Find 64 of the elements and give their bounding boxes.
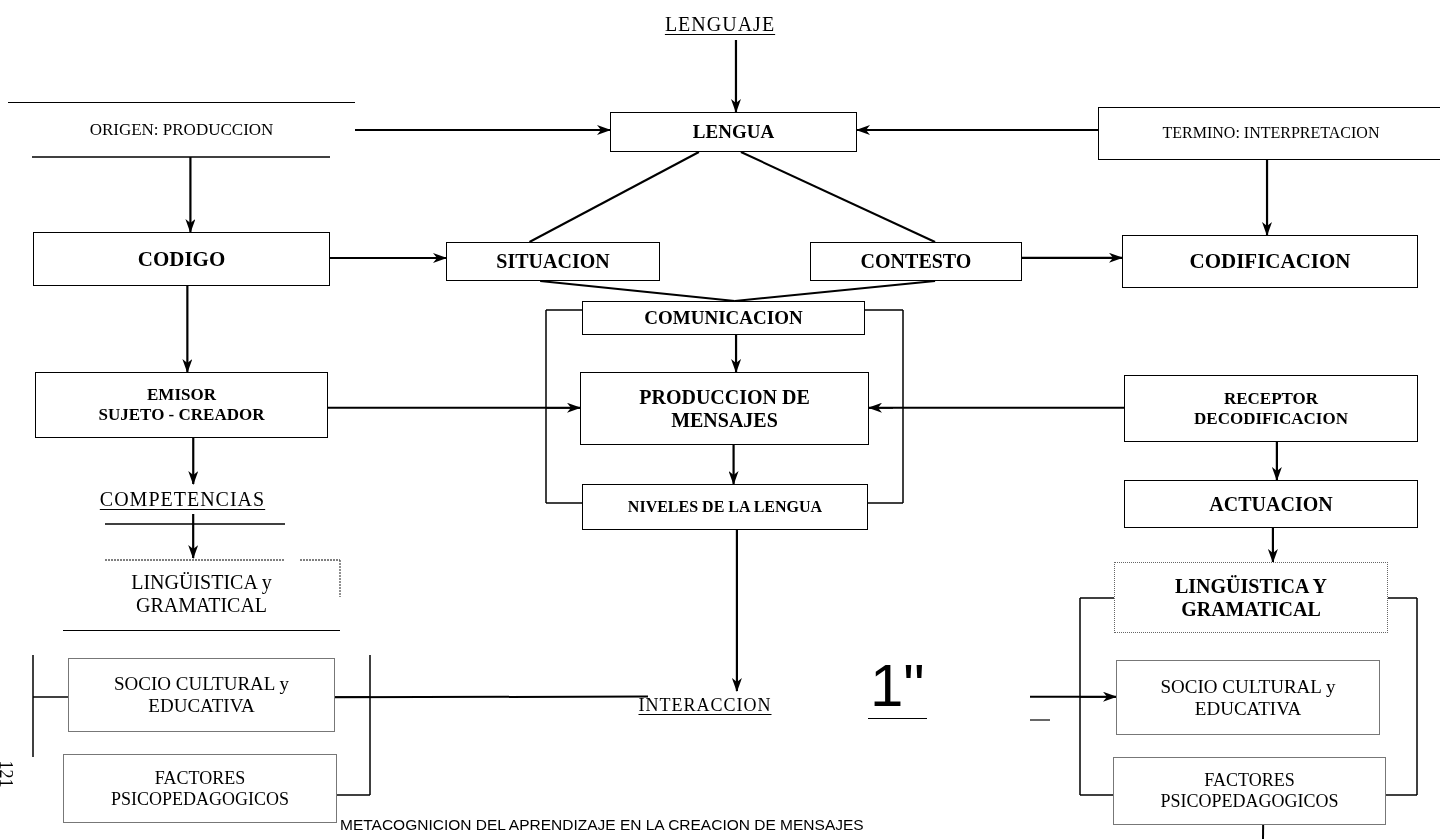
node-label: ORIGEN: PRODUCCION [89, 120, 274, 140]
arrow [731, 530, 742, 692]
arrow [1271, 442, 1282, 481]
process-box [1116, 660, 1380, 735]
page-number: 121 [0, 760, 15, 788]
connector-line [739, 151, 937, 243]
caption: METACOGNICION DEL APRENDIZAJE EN LA CREACION DE MENSAJES [340, 816, 864, 834]
arrow [185, 157, 196, 233]
process-box [582, 484, 868, 530]
node-label: INTERACCION [638, 694, 772, 716]
node-label: EMISOR [147, 385, 216, 405]
process-box [35, 372, 328, 438]
process-box [1124, 375, 1418, 442]
process-box [1124, 480, 1418, 528]
arrow [330, 253, 447, 263]
connector-line [539, 280, 736, 302]
node-label: RECEPTOR [1223, 388, 1319, 409]
connector-line [733, 280, 937, 302]
arrow [355, 125, 611, 135]
node-label: TERMINO: INTERPRETACION [1162, 124, 1380, 143]
process-box [580, 372, 869, 445]
arrow [182, 286, 193, 373]
node-label: PRODUCCION DE MENSAJES [638, 385, 811, 432]
process-box [1098, 107, 1440, 160]
node-label: LINGÜISTICA Y GRAMATICAL [1173, 574, 1329, 621]
process-box [68, 658, 335, 732]
arrow [728, 445, 739, 485]
node-label: COMPETENCIAS [99, 487, 266, 511]
node-label: DECODIFICACION [1194, 408, 1348, 429]
process-box [610, 112, 857, 152]
node-label: SUJETO - CREADOR [98, 405, 265, 425]
node-label: SOCIO CULTURAL y EDUCATIVA [1159, 675, 1337, 720]
node-label: COMUNICACION [644, 307, 803, 329]
process-box [33, 232, 330, 286]
arrow [1267, 528, 1278, 563]
arrow [1022, 252, 1123, 263]
node-label: FACTORES PSICOPEDAGOGICOS [110, 767, 290, 810]
process-box [1113, 757, 1386, 825]
process-box [446, 242, 660, 281]
node-label: CONTESTO [860, 250, 972, 273]
arrow [1262, 160, 1273, 236]
connector-line [528, 151, 700, 243]
connector-line [1262, 824, 1265, 839]
process-box [810, 242, 1022, 281]
arrow [730, 40, 741, 113]
process-box [1114, 562, 1388, 633]
callout-number: 1" [868, 656, 927, 719]
node-label: CODIGO [137, 246, 226, 272]
node-label: LENGUA [692, 121, 775, 143]
node-label: NIVELES DE LA LENGUA [627, 497, 823, 517]
node-label: LINGÜISTICA y GRAMATICAL [130, 571, 273, 617]
node-label: FACTORES PSICOPEDAGOGICOS [1159, 770, 1340, 812]
node-label: CODIFICACION [1189, 249, 1351, 274]
node-label: SOCIO CULTURAL y EDUCATIVA [113, 673, 290, 717]
process-box [1122, 235, 1418, 288]
arrow [188, 438, 199, 485]
node-label: SITUACION [496, 250, 610, 273]
process-box [582, 301, 865, 335]
arrow [731, 335, 742, 373]
process-box [63, 754, 337, 823]
arrow [188, 514, 199, 559]
node-label: ACTUACION [1209, 492, 1333, 516]
node-label: LENGUAJE [664, 12, 776, 36]
arrow [856, 125, 1098, 135]
